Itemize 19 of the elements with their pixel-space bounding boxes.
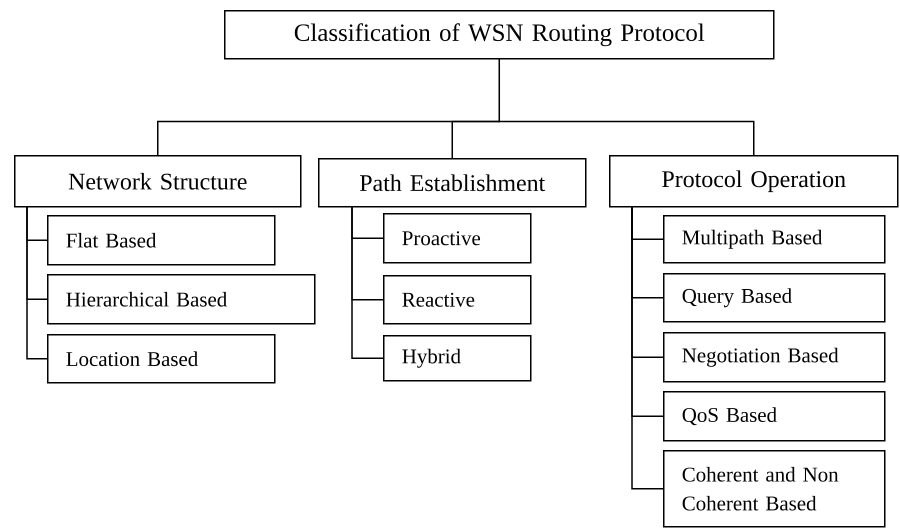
subcategory-box: Location Based xyxy=(47,334,276,384)
subcategory-box: Reactive xyxy=(383,275,532,324)
subcategory-box: Coherent and Non Coherent Based xyxy=(663,450,886,528)
subcategory-box: Proactive xyxy=(383,213,532,264)
connector-line xyxy=(351,206,383,359)
subcategory-box: Hierarchical Based xyxy=(47,274,316,324)
subcategory-box: Query Based xyxy=(663,273,886,322)
category-box: Network Structure xyxy=(14,155,302,208)
category-box: Path Establishment xyxy=(318,158,586,208)
subcategory-box: Hybrid xyxy=(383,335,532,382)
connector-line xyxy=(498,60,754,155)
title-box: Classification of WSN Routing Protocol xyxy=(224,10,774,60)
subcategory-box: QoS Based xyxy=(663,391,886,442)
connector-line xyxy=(631,206,663,490)
subcategory-box: Negotiation Based xyxy=(663,332,886,382)
subcategory-box: Multipath Based xyxy=(663,215,886,264)
category-box: Protocol Operation xyxy=(609,155,898,208)
subcategory-box: Flat Based xyxy=(47,215,276,266)
connector-line xyxy=(26,206,47,360)
